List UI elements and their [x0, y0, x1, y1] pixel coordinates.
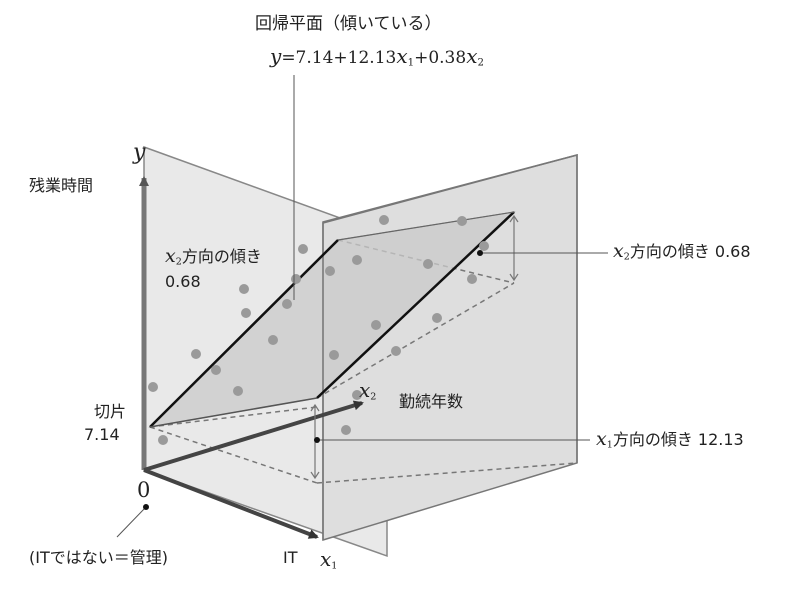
x1-axis-label: x1 — [320, 547, 337, 572]
data-point — [291, 274, 301, 284]
leader-lines — [116, 75, 608, 538]
y-axis-name: 残業時間 — [29, 176, 94, 195]
equation-x2-sub: 2 — [477, 57, 484, 69]
x2-axis — [143, 400, 364, 472]
equation-x1: x — [396, 44, 408, 68]
data-point — [239, 284, 249, 294]
regression-lower-dashed-edge — [316, 282, 515, 399]
data-point — [457, 216, 467, 226]
x1-slope-leader-dot — [314, 437, 320, 443]
x2-slope-left-label: x2方向の傾き — [165, 245, 262, 268]
regression-equation: y=7.14+12.13x1+0.38x2 — [270, 44, 484, 70]
equation-body-1: =7.14+12.13 — [281, 48, 397, 68]
data-point — [371, 320, 381, 330]
x2-slope-left-sub: 2 — [175, 256, 182, 268]
front-plane-dashed-edge — [316, 462, 578, 484]
origin-leader — [116, 506, 147, 538]
x1-slope-sub: 1 — [606, 439, 613, 451]
origin-leader-dot — [143, 504, 149, 510]
y-axis-symbol: y — [133, 140, 146, 165]
data-point — [341, 425, 351, 435]
x2-slope-leader-dot — [477, 250, 483, 256]
x2-slope-right-symbol: x — [613, 240, 624, 262]
x2-axis-symbol: x — [359, 378, 371, 402]
x1-axis-symbol: x — [320, 547, 332, 571]
data-point — [158, 435, 168, 445]
equation-body-2: +0.38 — [414, 48, 467, 68]
x2-slope-right-label: x2方向の傾き 0.68 — [613, 240, 751, 263]
origin-label: 0 — [137, 478, 151, 502]
data-point — [268, 335, 278, 345]
intercept-label: 切片 — [94, 402, 127, 421]
back-plane-dashed-edge — [149, 426, 318, 484]
data-point — [423, 259, 433, 269]
data-point — [352, 390, 362, 400]
data-point — [148, 382, 158, 392]
data-point — [211, 365, 221, 375]
equation-y: y — [270, 44, 282, 68]
x1-axis — [143, 468, 319, 539]
data-point — [241, 308, 251, 318]
x1-slope-label: x1方向の傾き 12.13 — [596, 428, 744, 451]
regression-bottom-edge — [149, 397, 318, 428]
back-bottom-dashed-edge — [149, 406, 318, 428]
x2-slope-bracket — [509, 214, 519, 282]
equation-x1-sub: 1 — [407, 57, 415, 69]
front-vertical-plane-frame — [322, 154, 578, 540]
data-point — [432, 313, 442, 323]
data-point — [379, 215, 389, 225]
data-point — [391, 346, 401, 356]
data-point — [298, 244, 308, 254]
x2-slope-right-sub: 2 — [623, 251, 630, 263]
x1-axis-name: IT — [283, 548, 298, 567]
x2-slope-right-text: 方向の傾き 0.68 — [629, 242, 751, 261]
data-point — [479, 241, 489, 251]
x1-axis-sub: 1 — [331, 560, 338, 572]
intercept-value: 7.14 — [84, 425, 120, 444]
data-point — [352, 255, 362, 265]
x2-axis-sub: 2 — [370, 391, 377, 403]
regression-top-edge — [337, 211, 515, 241]
data-point — [191, 349, 201, 359]
x2-axis-name: 勤続年数 — [399, 392, 464, 411]
diagram-title: 回帰平面（傾いている） — [255, 14, 442, 34]
regression-left-edge — [149, 239, 339, 428]
data-point — [233, 386, 243, 396]
x2-slope-left-text: 方向の傾き — [181, 247, 262, 266]
x1-slope-symbol: x — [596, 428, 607, 450]
baseline-note: (ITではない＝管理) — [29, 548, 168, 567]
data-point — [329, 350, 339, 360]
data-point — [325, 266, 335, 276]
equation-x2: x — [466, 44, 478, 68]
data-point — [467, 274, 477, 284]
x2-axis-label: x2 — [359, 378, 376, 403]
x1-slope-text: 方向の傾き 12.13 — [612, 430, 744, 449]
data-point — [282, 299, 292, 309]
x2-slope-left-value: 0.68 — [165, 272, 201, 291]
x2-slope-left-symbol: x — [165, 245, 176, 267]
data-points — [148, 215, 489, 445]
